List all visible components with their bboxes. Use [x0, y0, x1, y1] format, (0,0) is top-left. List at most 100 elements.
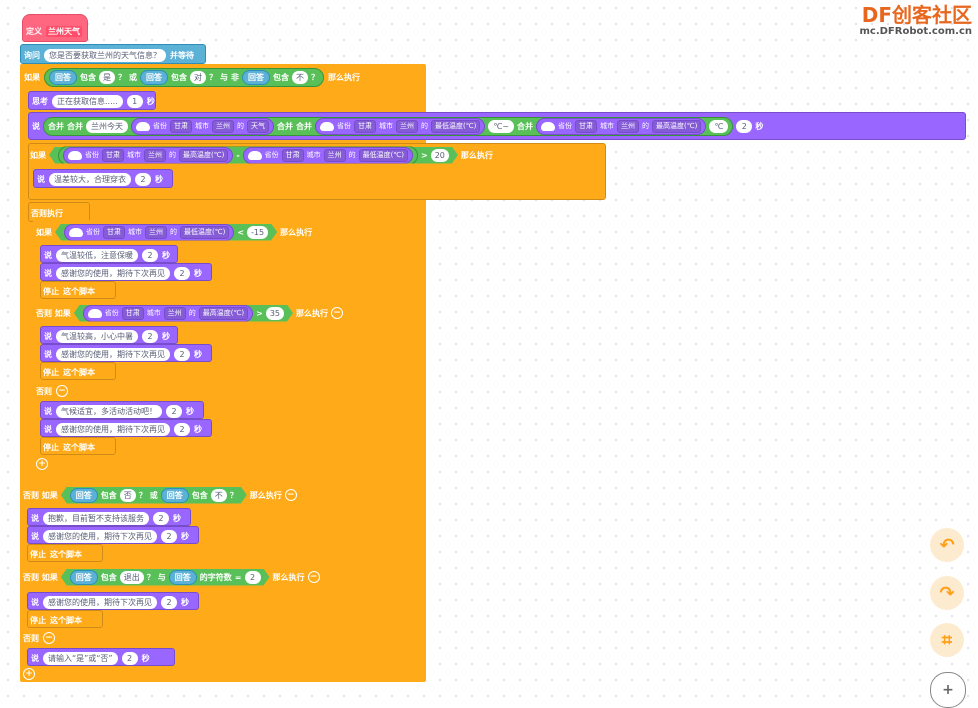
- say-secs[interactable]: 2: [142, 329, 158, 343]
- contains-value-2[interactable]: 不: [211, 489, 227, 502]
- field-dropdown[interactable]: 最低温度(℃): [431, 119, 481, 133]
- say-text[interactable]: 感谢您的使用，期待下次再见: [43, 595, 157, 609]
- crop-icon[interactable]: ⌗: [930, 623, 964, 657]
- answer-reporter-2[interactable]: 回答: [140, 69, 168, 85]
- low-threshold[interactable]: -15: [247, 226, 268, 239]
- say-cold-block[interactable]: 说 气温较低，注意保暖 2 秒: [40, 245, 178, 263]
- say-thanks-block[interactable]: 说 感谢您的使用，期待下次再见 2 秒: [40, 344, 212, 362]
- say-secs[interactable]: 2: [142, 248, 158, 262]
- length-value[interactable]: 2: [245, 571, 261, 584]
- else-execute-block[interactable]: 否则执行: [28, 202, 90, 222]
- say-secs[interactable]: 2: [166, 404, 182, 418]
- contains-value-1[interactable]: 是: [99, 70, 115, 84]
- province-dropdown[interactable]: 甘肃: [575, 119, 598, 133]
- remove-branch-icon[interactable]: −: [43, 632, 55, 644]
- add-branch-icon[interactable]: +: [36, 458, 48, 470]
- city-dropdown[interactable]: 兰州: [145, 226, 167, 239]
- answer-reporter[interactable]: 回答: [70, 570, 98, 585]
- province-dropdown[interactable]: 甘肃: [354, 119, 376, 133]
- say-text[interactable]: 感谢您的使用，期待下次再见: [56, 422, 170, 436]
- say-secs[interactable]: 2: [135, 172, 151, 186]
- gt-condition[interactable]: 省份 甘肃 城市 兰州 的 最高温度(℃) - 省份 甘肃 城市 兰州 的 最低…: [49, 147, 458, 164]
- define-block[interactable]: 定义 兰州天气: [22, 14, 88, 42]
- say-thanks-block[interactable]: 说 感谢您的使用，期待下次再见 2 秒: [27, 526, 199, 544]
- join-text-today[interactable]: 兰州今天: [86, 119, 128, 133]
- say-text[interactable]: 气温较高，小心中暑: [56, 329, 138, 343]
- remove-branch-icon[interactable]: −: [284, 489, 297, 501]
- weather-reporter-high[interactable]: 省份 甘肃 城市 兰州 的 最高温度(℃): [63, 147, 233, 164]
- say-secs[interactable]: 2: [174, 347, 190, 361]
- say-secs[interactable]: 2: [736, 119, 753, 133]
- answer-reporter[interactable]: 回答: [49, 69, 77, 85]
- city-dropdown[interactable]: 兰州: [212, 119, 234, 133]
- stop-block[interactable]: 停止 这个脚本: [40, 281, 116, 299]
- province-dropdown[interactable]: 甘肃: [103, 226, 125, 239]
- contains-value[interactable]: 否: [120, 489, 136, 502]
- remove-branch-icon[interactable]: −: [56, 385, 68, 397]
- say-secs[interactable]: 2: [121, 651, 138, 665]
- contains-value-2[interactable]: 对: [190, 70, 206, 84]
- stop-dropdown[interactable]: 这个脚本: [63, 367, 95, 377]
- add-branch-icon[interactable]: +: [23, 668, 35, 680]
- say-sorry-block[interactable]: 说 抱歉，目前暂不支持该服务 2 秒: [27, 508, 191, 526]
- field-dropdown[interactable]: 最高温度(℃): [179, 149, 228, 162]
- city-dropdown[interactable]: 兰州: [324, 149, 346, 162]
- say-secs[interactable]: 2: [153, 511, 169, 525]
- ask-question[interactable]: 您是否要获取兰州的天气信息？: [44, 48, 166, 62]
- province-dropdown[interactable]: 甘肃: [282, 149, 304, 162]
- stop-block[interactable]: 停止 这个脚本: [27, 544, 103, 562]
- say-text[interactable]: 感谢您的使用，期待下次再见: [43, 529, 157, 543]
- say-text[interactable]: 感谢您的使用，期待下次再见: [56, 347, 170, 361]
- say-mild-block[interactable]: 说 气候适宜，多活动活动吧！ 2 秒: [40, 401, 204, 419]
- answer-reporter-2[interactable]: 回答: [169, 570, 197, 585]
- redo-icon[interactable]: ↷: [930, 576, 964, 610]
- undo-icon[interactable]: ↶: [930, 528, 964, 562]
- city-dropdown[interactable]: 兰州: [144, 149, 166, 162]
- or-condition[interactable]: 回答 包含 否 ？ 或 回答 包含 不 ？: [61, 487, 247, 504]
- answer-reporter[interactable]: 回答: [70, 488, 98, 503]
- say-text[interactable]: 请输入“是”或“否”: [43, 651, 118, 665]
- province-dropdown[interactable]: 甘肃: [102, 149, 124, 162]
- weather-reporter-low[interactable]: 省份 甘肃 城市 兰州 的 最低温度(℃): [64, 224, 234, 241]
- city-dropdown[interactable]: 兰州: [164, 307, 186, 320]
- stop-block[interactable]: 停止 这个脚本: [40, 362, 116, 380]
- say-text[interactable]: 感谢您的使用，期待下次再见: [56, 266, 170, 280]
- weather-reporter-high[interactable]: 省份 甘肃 城市 兰州 的 最高温度(℃): [83, 305, 253, 322]
- say-text[interactable]: 温差较大，合理穿衣: [49, 172, 131, 186]
- contains-value-3[interactable]: 不: [292, 70, 308, 84]
- weather-reporter-high[interactable]: 省份 甘肃 城市 兰州 的 最高温度(℃): [536, 117, 707, 135]
- say-secs[interactable]: 2: [161, 529, 177, 543]
- zoom-in-icon[interactable]: +: [930, 672, 966, 708]
- join-reporter[interactable]: 合并 合并 兰州今天 省份 甘肃 城市 兰州 的 天气 合并 合并 省份 甘肃 …: [43, 116, 734, 136]
- say-text[interactable]: 抱歉，目前暂不支持该服务: [43, 511, 149, 525]
- field-dropdown[interactable]: 最高温度(℃): [652, 119, 702, 133]
- say-thanks-block[interactable]: 说 感谢您的使用，期待下次再见 2 秒: [40, 263, 212, 281]
- think-block[interactable]: 思考 正在获取信息..... 1 秒: [28, 91, 156, 110]
- answer-reporter-3[interactable]: 回答: [242, 69, 270, 85]
- stop-dropdown[interactable]: 这个脚本: [63, 442, 95, 452]
- lt-condition[interactable]: 省份 甘肃 城市 兰州 的 最低温度(℃) < -15: [55, 224, 277, 241]
- stop-block[interactable]: 停止 这个脚本: [27, 610, 103, 628]
- remove-branch-icon[interactable]: −: [331, 307, 344, 319]
- remove-branch-icon[interactable]: −: [307, 571, 320, 583]
- province-dropdown[interactable]: 甘肃: [122, 307, 144, 320]
- weather-reporter-low[interactable]: 省份 甘肃 城市 兰州 的 最低温度(℃): [243, 147, 413, 164]
- say-secs[interactable]: 2: [161, 595, 177, 609]
- or-and-condition[interactable]: 回答 包含 是 ？ 或 回答 包含 对 ？ 与 非 回答 包含 不 ？: [44, 67, 324, 87]
- say-secs[interactable]: 2: [174, 422, 190, 436]
- stop-dropdown[interactable]: 这个脚本: [63, 286, 95, 296]
- weather-reporter-low[interactable]: 省份 甘肃 城市 兰州 的 最低温度(℃): [315, 117, 486, 135]
- high-threshold[interactable]: 35: [266, 307, 284, 320]
- unit-text-1[interactable]: ℃~: [488, 119, 515, 133]
- contains-value[interactable]: 退出: [120, 571, 144, 584]
- say-thanks-block[interactable]: 说 感谢您的使用，期待下次再见 2 秒: [40, 419, 212, 437]
- say-prompt-block[interactable]: 说 请输入“是”或“否” 2 秒: [27, 648, 175, 666]
- weather-reporter[interactable]: 省份 甘肃 城市 兰州 的 天气: [131, 117, 274, 135]
- say-secs[interactable]: 2: [174, 266, 190, 280]
- stop-block[interactable]: 停止 这个脚本: [40, 437, 116, 455]
- stop-dropdown[interactable]: 这个脚本: [50, 615, 82, 625]
- ask-block[interactable]: 询问 您是否要获取兰州的天气信息？ 并等待: [20, 44, 206, 64]
- say-text[interactable]: 气候适宜，多活动活动吧！: [56, 404, 162, 418]
- gt-condition[interactable]: 省份 甘肃 城市 兰州 的 最高温度(℃) > 35: [74, 305, 293, 322]
- say-text[interactable]: 气温较低，注意保暖: [56, 248, 138, 262]
